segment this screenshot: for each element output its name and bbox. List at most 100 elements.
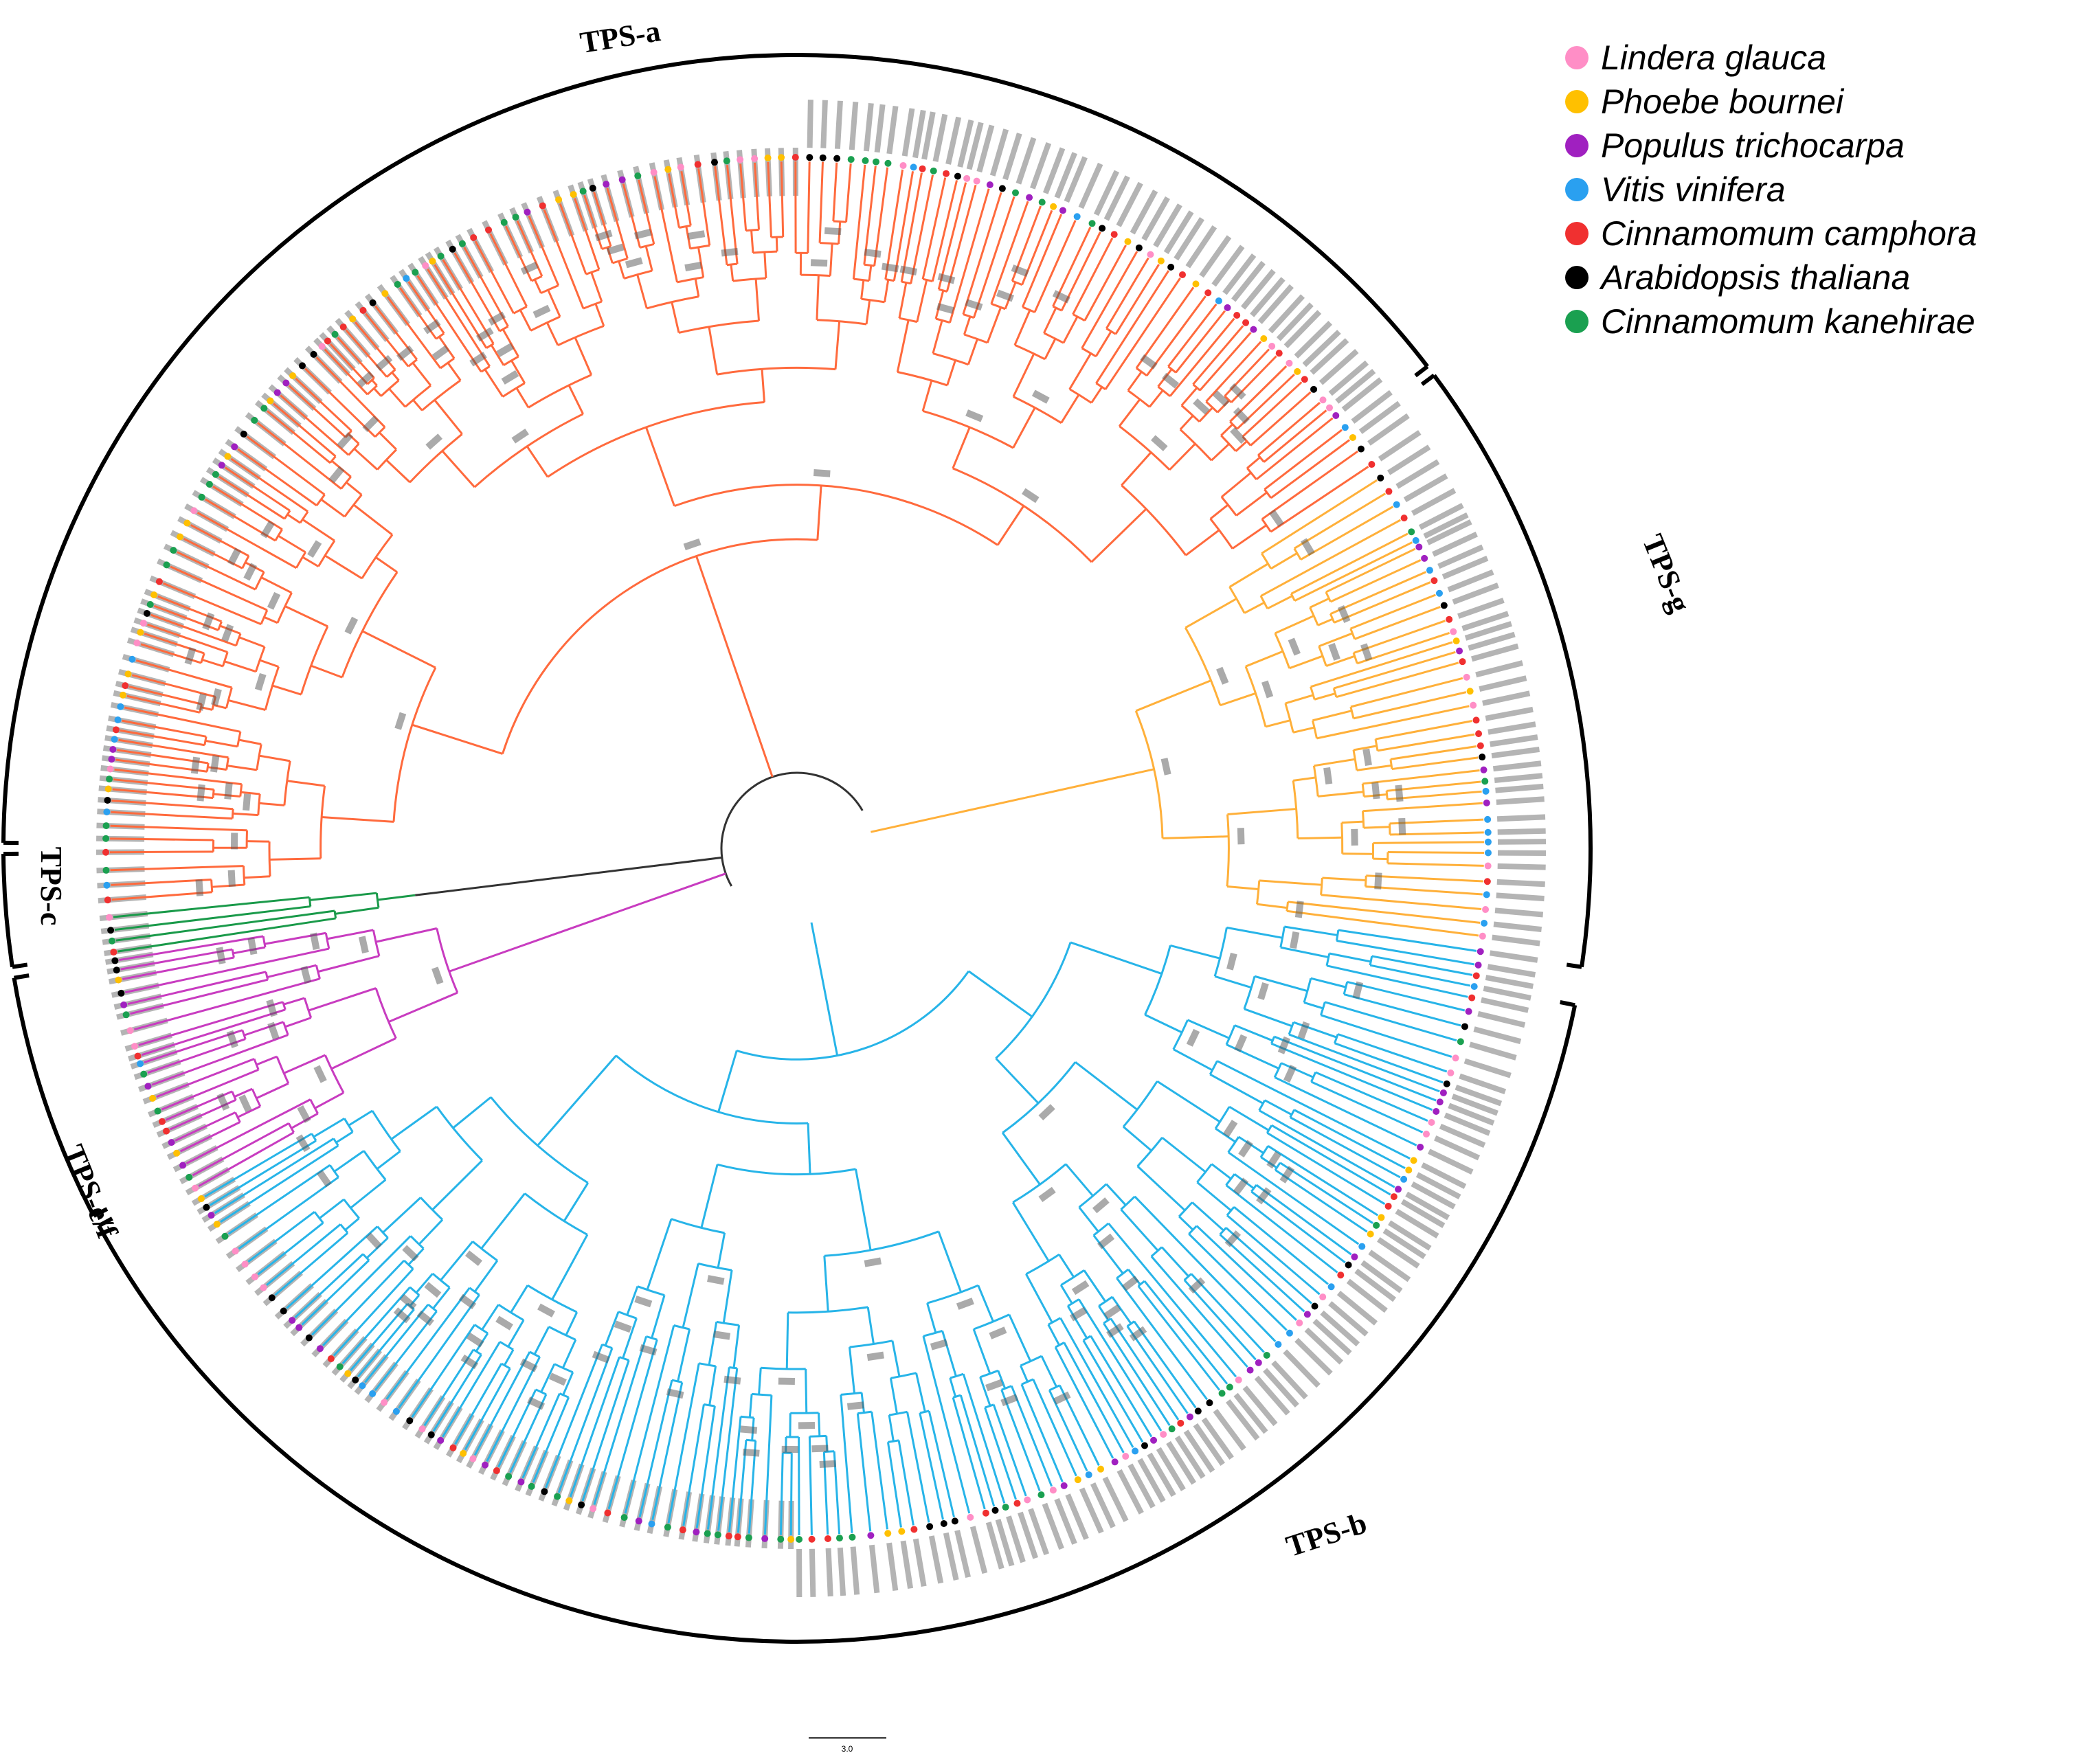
support-value bbox=[1362, 748, 1372, 767]
branch bbox=[700, 1164, 719, 1228]
branch bbox=[1261, 552, 1272, 569]
tip-dot bbox=[1456, 647, 1463, 655]
branch bbox=[111, 879, 212, 886]
tip-dot bbox=[310, 350, 317, 358]
branch bbox=[319, 785, 326, 859]
branch bbox=[486, 1356, 541, 1462]
tip-label bbox=[1427, 1149, 1474, 1175]
branch bbox=[276, 592, 293, 624]
legend-label: Cinnamomum camphora bbox=[1601, 214, 1977, 253]
tip-label bbox=[1497, 839, 1547, 845]
branch bbox=[1292, 726, 1315, 734]
tip-dot bbox=[998, 185, 1006, 192]
tip-dot bbox=[1430, 577, 1438, 585]
branch bbox=[732, 277, 766, 282]
branch bbox=[1271, 1124, 1391, 1196]
branch bbox=[257, 422, 342, 490]
tip-dot bbox=[120, 1001, 128, 1008]
branch bbox=[260, 576, 293, 594]
branch bbox=[898, 282, 908, 319]
tip-dot bbox=[1393, 501, 1400, 508]
branch bbox=[1231, 524, 1267, 550]
tip-dot bbox=[1147, 251, 1154, 258]
branch bbox=[1242, 381, 1303, 438]
legend-dot-vitis-vinifera bbox=[1565, 178, 1589, 201]
branch bbox=[581, 1359, 630, 1502]
tip-label bbox=[1294, 321, 1333, 359]
tip-dot bbox=[1443, 1080, 1450, 1087]
branch bbox=[200, 653, 205, 664]
support-value bbox=[819, 1460, 837, 1469]
branch bbox=[845, 163, 852, 223]
branch bbox=[1369, 964, 1471, 987]
branch bbox=[409, 1235, 425, 1250]
branch bbox=[301, 1259, 370, 1326]
tip-dot bbox=[1452, 1054, 1459, 1062]
branch bbox=[745, 228, 759, 232]
tip-dot bbox=[458, 240, 466, 247]
tip-dot bbox=[1319, 1293, 1327, 1301]
branch bbox=[1216, 1060, 1411, 1160]
tip-label bbox=[1497, 850, 1547, 857]
branch bbox=[1092, 1234, 1124, 1274]
branch bbox=[225, 687, 233, 709]
branch bbox=[314, 1092, 344, 1109]
branch bbox=[816, 319, 867, 326]
tip-label bbox=[1185, 225, 1217, 269]
branch bbox=[489, 233, 528, 308]
branch bbox=[1228, 586, 1246, 614]
tip-label bbox=[1360, 1260, 1403, 1293]
branch bbox=[1260, 519, 1402, 597]
branch bbox=[1075, 1061, 1138, 1111]
branch bbox=[391, 372, 400, 381]
tip-dot bbox=[1368, 461, 1376, 468]
branch bbox=[937, 182, 967, 290]
branch bbox=[234, 1087, 253, 1098]
clade-stem bbox=[414, 856, 723, 896]
branch bbox=[473, 1351, 531, 1456]
support-value bbox=[230, 833, 238, 850]
tip-dot bbox=[1337, 1271, 1345, 1279]
tip-dot bbox=[1450, 628, 1457, 635]
support-value bbox=[1224, 1230, 1242, 1247]
branch bbox=[1214, 1106, 1231, 1129]
tip-label bbox=[1174, 1435, 1206, 1479]
branch bbox=[1188, 1233, 1288, 1331]
branch bbox=[436, 928, 459, 993]
branch bbox=[218, 475, 286, 520]
branch bbox=[1362, 769, 1480, 785]
branch bbox=[651, 1295, 666, 1339]
branch bbox=[431, 1160, 483, 1211]
branch bbox=[1356, 764, 1392, 771]
branch bbox=[230, 457, 308, 512]
branch bbox=[521, 1392, 561, 1479]
branch bbox=[1180, 387, 1198, 407]
branch bbox=[1245, 650, 1283, 668]
tip-label bbox=[868, 1544, 880, 1594]
branch bbox=[1220, 496, 1237, 517]
tip-dot bbox=[796, 1535, 803, 1543]
branch bbox=[1329, 559, 1422, 603]
branch bbox=[1020, 1383, 1064, 1482]
branch bbox=[852, 164, 866, 280]
tip-label bbox=[1457, 598, 1505, 619]
branch bbox=[1058, 1254, 1075, 1278]
branch bbox=[824, 1230, 939, 1257]
branch bbox=[1293, 493, 1387, 550]
tip-dot bbox=[704, 1530, 711, 1537]
support-value bbox=[1234, 1034, 1248, 1052]
tip-dot bbox=[1481, 919, 1488, 927]
branch bbox=[1337, 1033, 1448, 1073]
branch bbox=[868, 265, 873, 281]
support-value bbox=[362, 415, 379, 433]
tip-dot bbox=[108, 756, 115, 763]
support-value bbox=[267, 1021, 280, 1040]
branch bbox=[615, 1054, 809, 1124]
branch bbox=[618, 260, 625, 279]
branch bbox=[1244, 666, 1267, 727]
support-value bbox=[344, 616, 359, 635]
branch bbox=[170, 565, 268, 611]
tip-dot bbox=[1477, 742, 1484, 749]
tip-label bbox=[1377, 1236, 1420, 1269]
tip-dot bbox=[819, 154, 827, 161]
